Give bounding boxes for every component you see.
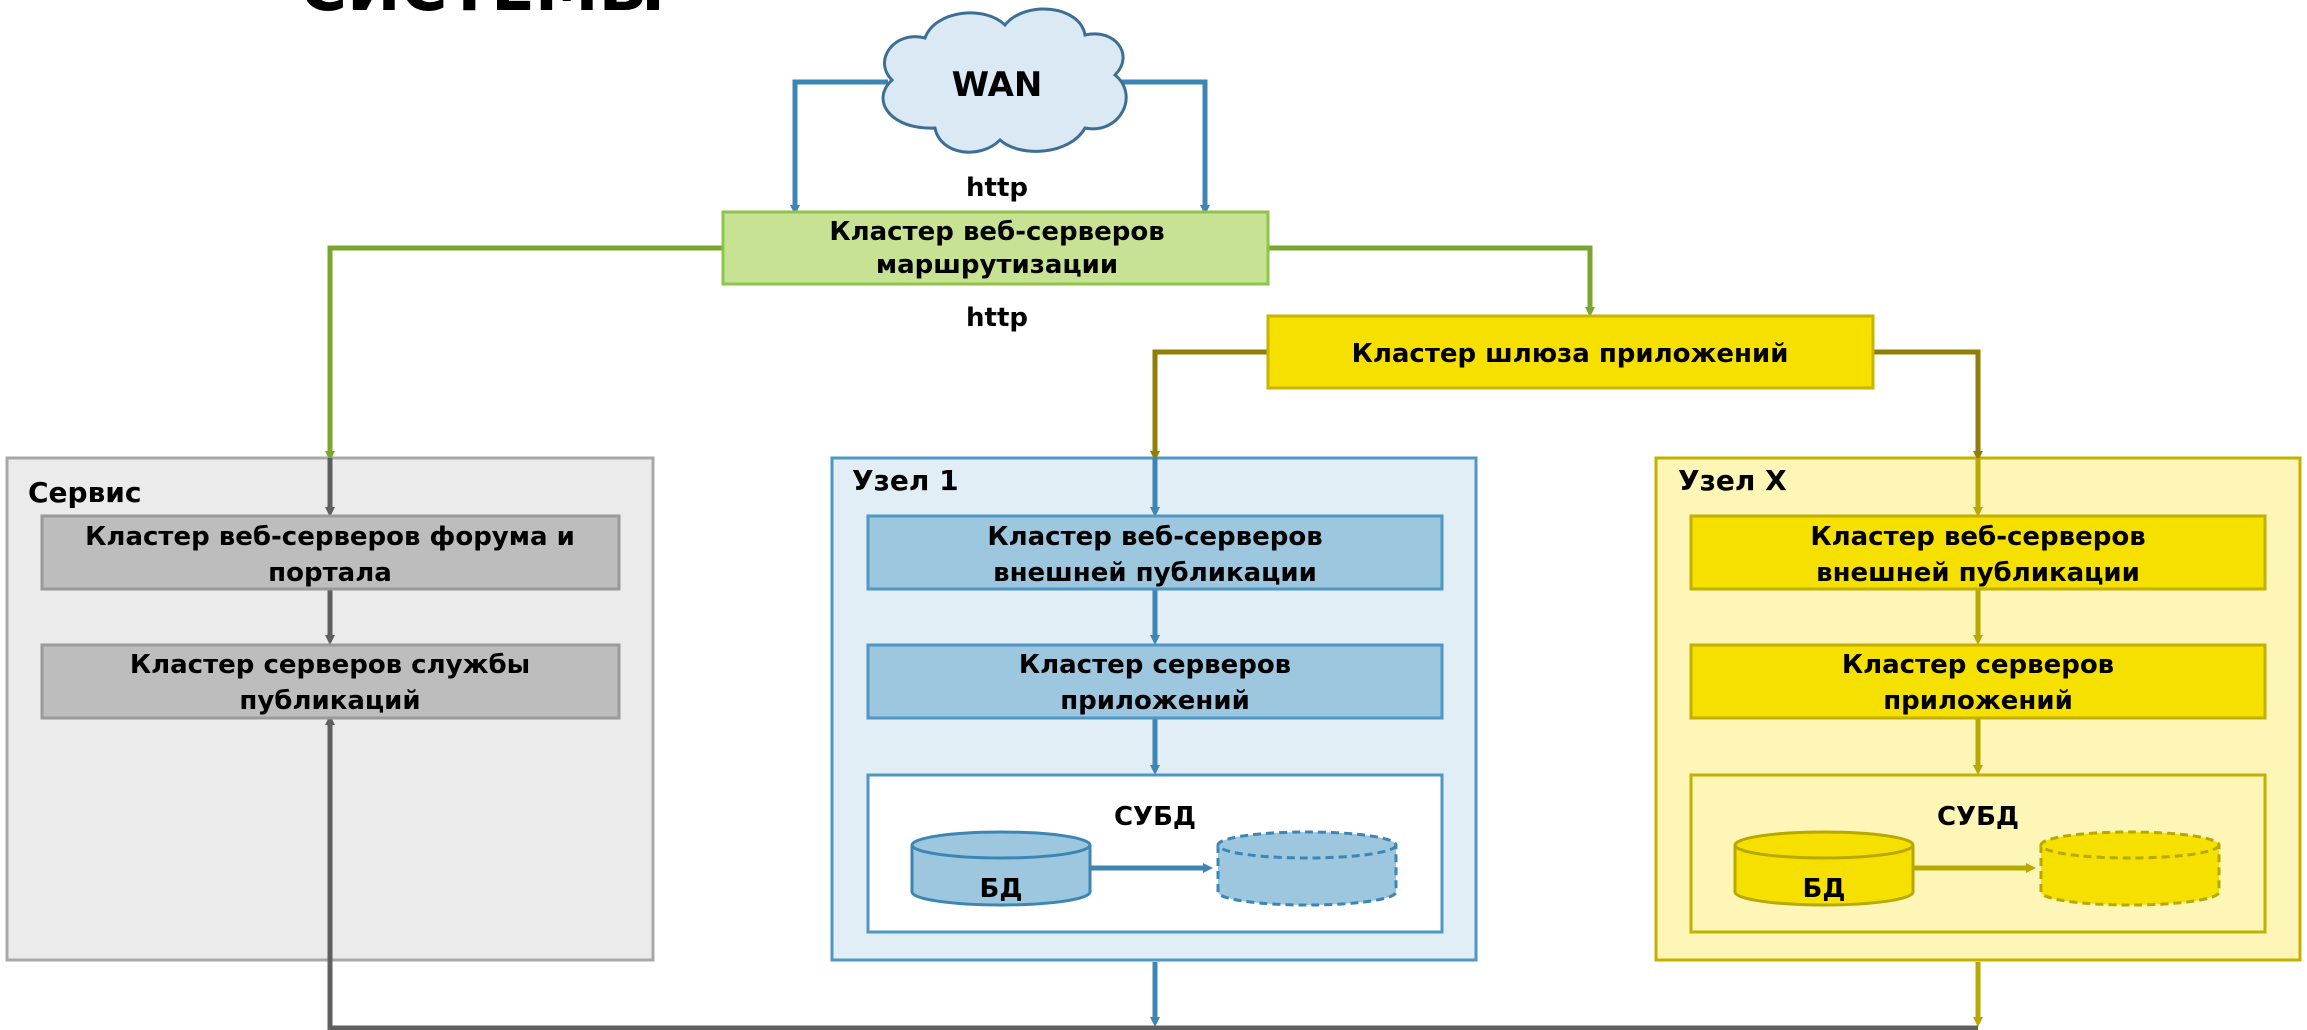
- routing-cluster-line1: Кластер веб-серверов: [829, 217, 1164, 247]
- gateway-to-nodex-arrow: [1873, 349, 1983, 461]
- gateway-to-node1-arrow: [1150, 349, 1268, 461]
- nodex-database-icon: [1733, 830, 1915, 907]
- node1-dbms-title: СУБД: [1114, 802, 1196, 832]
- service-box1-line1: Кластер веб-серверов форума и: [85, 522, 575, 552]
- node1-replica-database-icon: [1216, 830, 1398, 907]
- gateway-cluster-box: [1266, 314, 1875, 390]
- wan-left-arrow: [790, 79, 888, 215]
- nodex-db-label: БД: [1803, 874, 1846, 904]
- service-box-forum-portal: [40, 514, 621, 591]
- node1-box-app-servers: [866, 643, 1444, 720]
- page-heading: СИСТЕМЫ: [300, 0, 665, 26]
- service-group-title: Сервис: [28, 476, 142, 509]
- nodex-box2-line1: Кластер серверов: [1842, 650, 2114, 680]
- node1-box-web-publishing: [866, 514, 1444, 591]
- wan-right-arrow: [1108, 79, 1210, 215]
- nodex-box1-line2: внешней публикации: [1816, 558, 2140, 588]
- service-box2-line2: публикаций: [239, 686, 420, 716]
- routing-to-service-arrow: [325, 245, 722, 461]
- node1-group-title: Узел 1: [852, 464, 959, 497]
- nodex-group-title: Узел X: [1678, 464, 1787, 497]
- wan-label: WAN: [952, 65, 1043, 105]
- routing-cluster-box: [721, 210, 1270, 286]
- wan-cloud-icon: [881, 7, 1128, 154]
- nodex-box-app-servers: [1689, 643, 2267, 720]
- node1-box1-line1: Кластер веб-серверов: [987, 522, 1322, 552]
- http-label-bottom: http: [966, 303, 1028, 333]
- node1-db-label: БД: [980, 874, 1023, 904]
- nodex-replica-database-icon: [2039, 830, 2221, 907]
- nodex-box-web-publishing: [1689, 514, 2267, 591]
- nodex-dbms-title: СУБД: [1937, 802, 2019, 832]
- node1-box1-line2: внешней публикации: [993, 558, 1317, 588]
- bottom-bus-to-service-arrow: [325, 715, 1978, 1030]
- node1-database-icon: [910, 830, 1092, 907]
- node1-box2-line2: приложений: [1060, 686, 1250, 716]
- service-box2-line1: Кластер серверов службы: [130, 650, 530, 680]
- node1-box2-line1: Кластер серверов: [1019, 650, 1291, 680]
- routing-to-gateway-arrow: [1268, 245, 1595, 317]
- nodex-box1-line1: Кластер веб-серверов: [1810, 522, 2145, 552]
- service-box-publication: [40, 643, 621, 720]
- routing-cluster-line2: маршрутизации: [876, 250, 1118, 280]
- gateway-cluster-label: Кластер шлюза приложений: [1352, 339, 1789, 369]
- service-box1-line2: портала: [268, 558, 392, 588]
- nodex-box2-line2: приложений: [1883, 686, 2073, 716]
- http-label-top: http: [966, 173, 1028, 203]
